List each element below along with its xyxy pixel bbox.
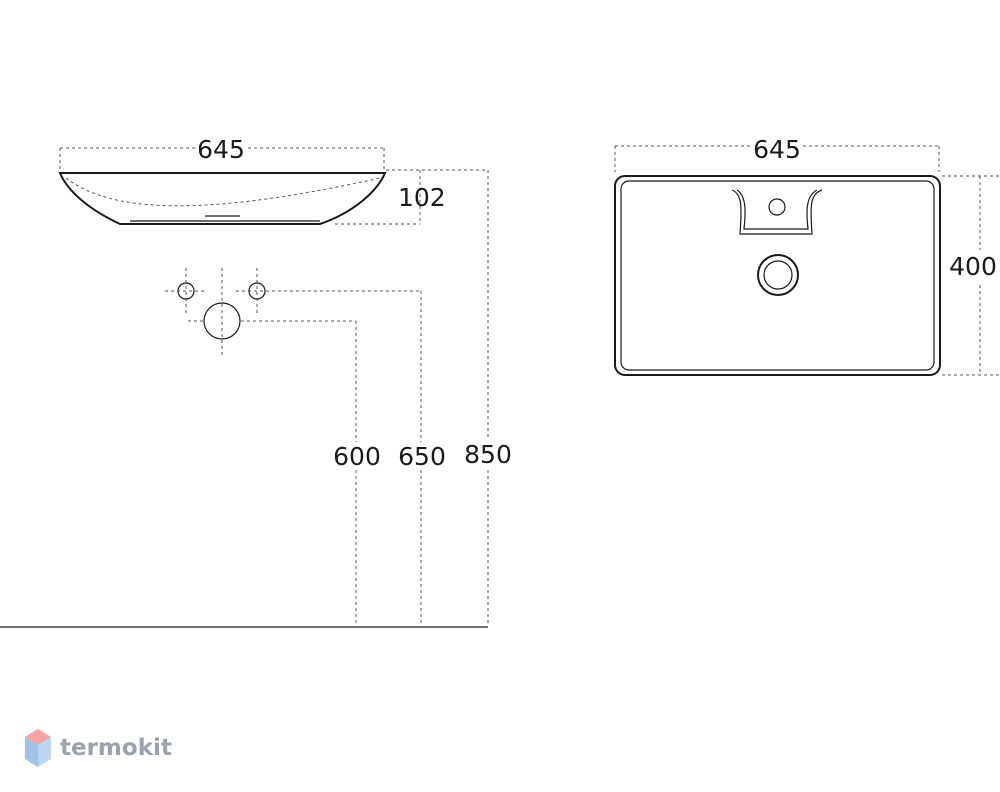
basin-inner-curve <box>65 177 381 207</box>
tap-hole-top <box>768 198 786 216</box>
side-height-dimension <box>335 169 421 225</box>
top-height-leader <box>386 169 489 626</box>
drain-height-label: 600 <box>333 442 381 471</box>
cube-icon <box>25 729 51 767</box>
top-width-label: 645 <box>753 135 801 164</box>
side-view: 645 102 600 650 850 <box>0 135 512 628</box>
side-width-label: 645 <box>197 135 245 164</box>
top-height-label: 850 <box>464 440 512 469</box>
drain-hole <box>203 302 241 340</box>
logo-text: termokit <box>60 735 172 761</box>
termokit-logo: termokit <box>25 729 172 767</box>
cube-left-face <box>25 737 38 767</box>
side-height-label: 102 <box>398 183 446 212</box>
drain-height-leader <box>241 320 357 626</box>
hole-center-lines <box>165 268 278 356</box>
basin-outer-rim <box>614 175 941 376</box>
drain-inner <box>763 260 793 290</box>
top-width-dimension <box>614 145 940 172</box>
basin-inner-rim <box>620 180 935 371</box>
drain-outer <box>757 254 799 296</box>
basin-side-profile <box>58 172 387 225</box>
tap-deck <box>731 189 823 235</box>
top-depth-label: 400 <box>949 252 997 281</box>
basin-drain-slot <box>130 215 320 222</box>
side-width-dimension <box>59 147 385 170</box>
tap-height-leader <box>266 290 422 626</box>
tap-height-label: 650 <box>398 442 446 471</box>
top-view: 645 400 <box>614 135 1000 376</box>
cube-right-face <box>38 737 51 767</box>
